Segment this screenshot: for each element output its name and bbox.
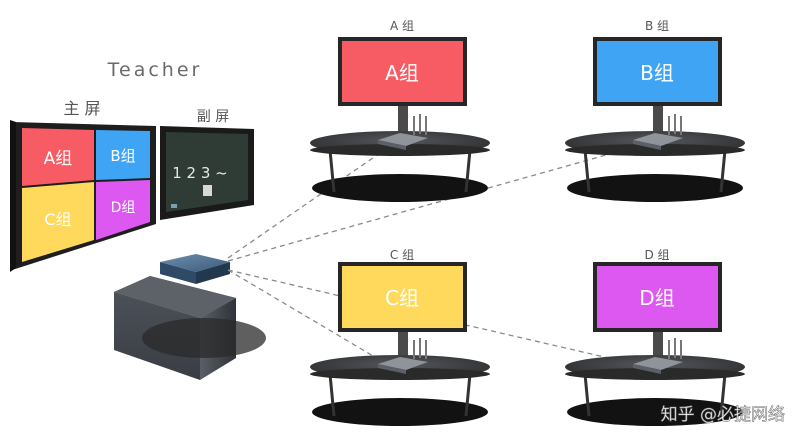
link-group-a [227,141,397,259]
quadrant-a [22,128,94,186]
quadrant-d-label: D组 [111,200,136,216]
group-c-screen-label: C组 [385,286,419,310]
group-c-caption: C 组 [390,248,414,262]
link-group-c [227,269,391,367]
board-icon [203,185,212,196]
group-d-caption: D 组 [644,248,669,262]
group-d-device [633,338,683,374]
group-a-caption: A 组 [390,19,414,33]
sub-screen-label: 副 屏 [197,109,229,125]
group-b-device [633,114,683,150]
quadrant-a-label: A组 [44,149,73,169]
watermark: 知乎 @必捷网络 [661,405,785,425]
teacher-desk [114,276,266,380]
group-c-screen [342,266,463,328]
group-a-device [378,114,428,150]
quadrant-b-label: B组 [110,147,135,165]
group-b-screen-label: B组 [640,61,674,85]
group-a: A 组 A组 [310,19,490,202]
main-screen-label: 主 屏 [63,99,100,118]
group-a-screen-label: A组 [385,61,419,85]
group-c: C 组 C组 [310,248,490,426]
teacher-host-device [160,254,230,284]
group-d: D 组 D组 [565,248,745,426]
quadrant-c [22,182,94,262]
group-c-device [378,338,428,374]
quadrant-c-label: C组 [44,210,71,229]
connection-lines [227,140,657,369]
board-writing: 1 2 3 ~ [172,164,228,182]
group-b-caption: B 组 [645,19,669,33]
main-screen: A组 B组 C组 D组 [10,120,156,272]
group-b: B 组 B组 [565,19,745,202]
teacher-title: Teacher [107,59,203,81]
group-d-screen-label: D组 [639,286,674,310]
quadrant-b [96,130,150,180]
group-a-screen [342,41,463,102]
group-d-screen [597,266,718,328]
link-group-b [227,140,657,262]
quadrant-d [96,180,150,240]
board-toolbar-icon [171,204,177,208]
sub-screen: 1 2 3 ~ [160,126,254,220]
group-b-screen [597,41,718,102]
